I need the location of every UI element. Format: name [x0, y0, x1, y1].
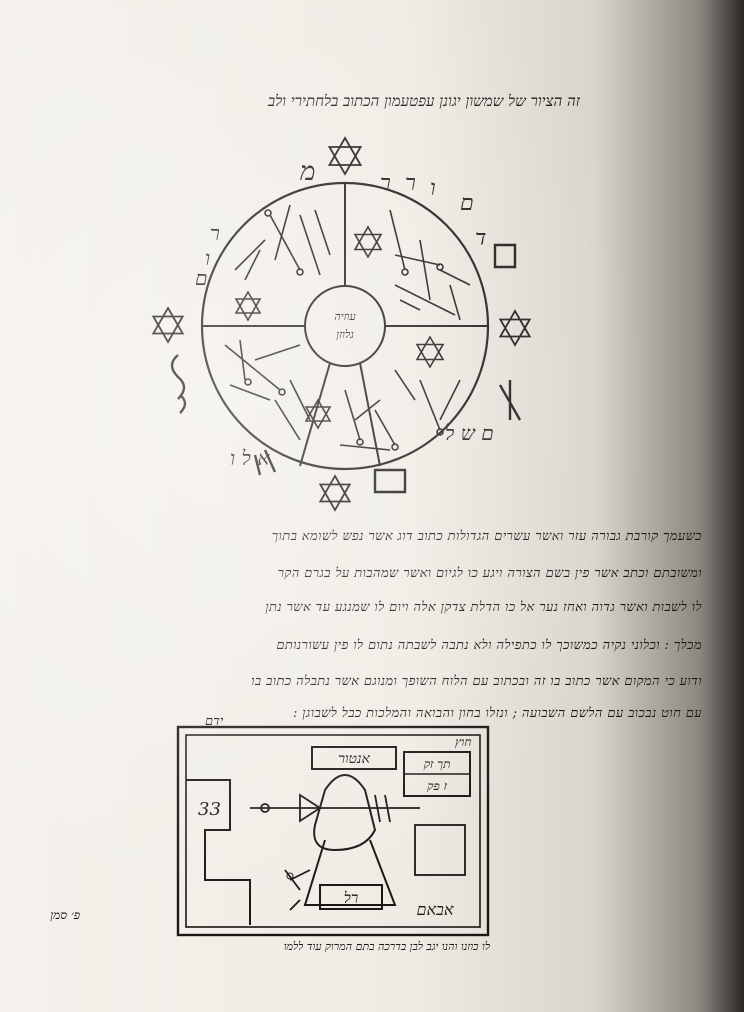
body-line: מכלך : וכלוני נקיה כמשוכך לו כתפילה ולא …	[276, 638, 702, 653]
center-text-2: גלוזן	[336, 328, 354, 341]
outer-letter: מ	[300, 157, 315, 187]
label-top-left: ידם	[205, 714, 224, 729]
star-of-david-icon	[327, 136, 363, 176]
star-of-david-icon	[498, 309, 532, 347]
body-line: ומשובתם וכתב אשר פין בשם הצורה ויגע כו ל…	[277, 566, 702, 581]
body-line: לו לשבות ואשר גדוה ואחז נער אל כו הדלת צ…	[265, 600, 702, 615]
magic-characters	[224, 204, 471, 451]
left-number-label: 33	[198, 799, 221, 820]
star-of-david-icon	[353, 225, 383, 259]
star-of-david-icon	[151, 306, 185, 344]
star-of-david-icon	[415, 335, 445, 369]
outer-letter: ם	[460, 191, 474, 216]
bottom-box-label: רל	[344, 889, 358, 907]
outer-letter: ם	[195, 266, 207, 290]
small-box-label: תך זק	[424, 757, 451, 771]
outer-letter: ו	[205, 246, 210, 270]
label-bottom-right: אבאם	[417, 900, 454, 919]
star-of-david-icon	[304, 398, 332, 430]
outer-letter: ר	[210, 221, 220, 245]
floorplan-diagram: ידם חוץ אנטור תך זק ז פק 33 רל אבאם	[176, 714, 490, 937]
outer-letter: ר	[405, 171, 416, 196]
body-line: כשעמך קורבת גבורה עזר ואשר עשרים הגדולות…	[271, 529, 702, 544]
star-of-david-icon	[318, 474, 352, 512]
center-text-1: עוזיה	[334, 310, 356, 323]
outer-letter: ו	[430, 176, 436, 201]
small-box-label: ז פק	[427, 779, 448, 793]
outer-word: ם ש ל	[445, 421, 494, 445]
amulet-diagram: עוזיה גלוזן	[151, 136, 532, 512]
main-box-label: אנטור	[338, 751, 370, 767]
outer-ring-letters: מ ר ר ו ם ד ר ו ם ם ש ל א ל ו	[195, 157, 494, 470]
outer-glyph-marks	[170, 243, 522, 494]
signature: פ׳ סמן	[50, 908, 80, 922]
outer-word: א ל ו	[230, 446, 270, 470]
star-of-david-icon	[234, 290, 262, 322]
body-line: עם חוט נבכוב עם הלשם השבועה ; ונזלו בחון…	[293, 706, 702, 721]
title-line: זה הציור של שמשון יגונן עפטעמון הכתוב בל…	[267, 92, 580, 110]
label-top-right: חוץ	[455, 735, 471, 749]
caption-line: לו כוזנו והנו יגב לבן בדרכה בתם המרוק עו…	[283, 940, 490, 953]
outer-letter: ד	[475, 226, 486, 251]
body-line: ודוע כי המקום אשר כתוב בו זה ובכתוב עם ה…	[251, 674, 702, 689]
outer-letter: ר	[380, 171, 391, 196]
